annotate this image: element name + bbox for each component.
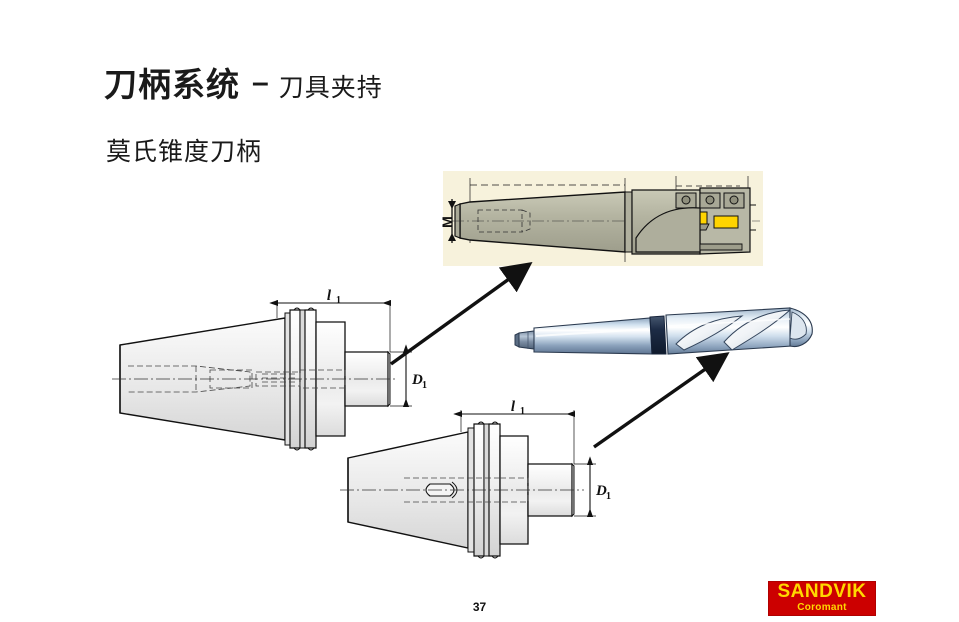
holder-upper-dim-length: l 1 [269, 288, 392, 352]
title-secondary-text: 刀具夹持 [278, 74, 383, 102]
holder-upper-drawing: l 1 D 1 [112, 288, 427, 451]
inset-cutter-drawing: M [439, 176, 760, 262]
dim-l1-lower: l [511, 399, 516, 415]
dim-l1-upper: l [327, 288, 332, 304]
logo-sub-name: Coromant [797, 602, 847, 613]
inset-dim-label: M [439, 216, 455, 228]
dim-l1-lower-sub: 1 [520, 406, 525, 417]
title-main-text: 刀柄系统 [104, 66, 240, 103]
dim-D1-lower-sub: 1 [606, 491, 611, 502]
holder-upper-dim-diameter: D 1 [390, 344, 427, 408]
holder-lower-dim-length: l 1 [453, 399, 576, 464]
dim-D1-lower: D [595, 483, 607, 499]
dim-D1-upper-sub: 1 [422, 380, 427, 391]
page-number: 37 [472, 600, 487, 614]
logo-brand-name: SANDVIK [777, 581, 867, 602]
title-dash: – [252, 66, 269, 99]
arrow-to-drill-icon [593, 352, 730, 449]
page-title: 刀柄系统 – 刀具夹持 [104, 66, 383, 104]
dim-l1-upper-sub: 1 [336, 295, 341, 306]
drill-illustration [514, 307, 813, 355]
holder-lower-dim-diameter: D 1 [574, 456, 611, 518]
dim-D1-upper: D [411, 372, 423, 388]
sandvik-coromant-logo: SANDVIK Coromant [768, 581, 876, 616]
page-subtitle: 莫氏锥度刀柄 [106, 138, 263, 166]
inset-dimension-M: M [439, 199, 456, 243]
arrow-to-cutter-icon [390, 262, 533, 366]
holder-lower-drawing: l 1 D 1 [340, 399, 611, 559]
